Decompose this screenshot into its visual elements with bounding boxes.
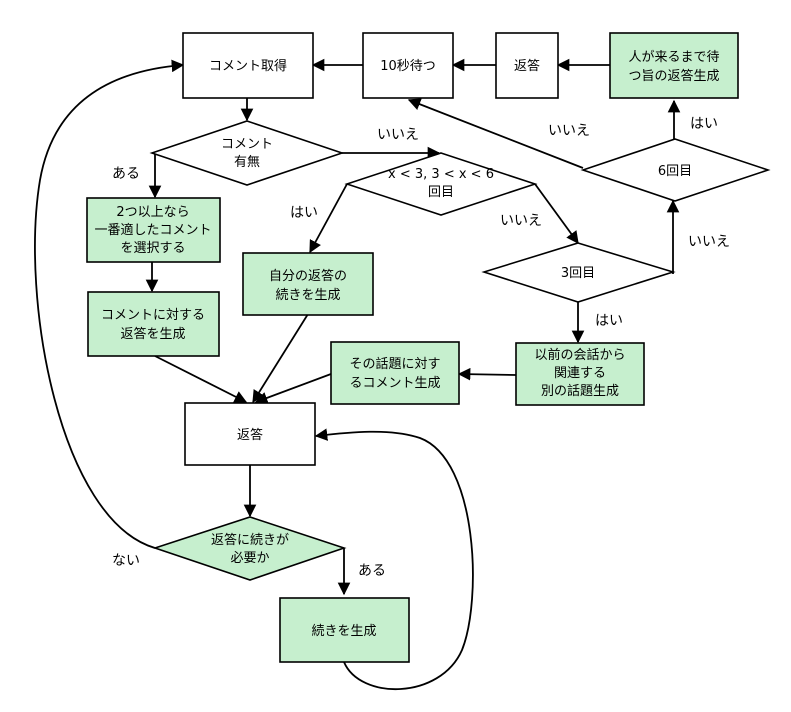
continue-own-line-1: 自分の返答の [269,268,347,284]
reply-top-node: 返答 [495,32,559,99]
reply-generate-node: コメントに対する 返答を生成 [87,291,220,357]
label-hai-condition: はい [290,205,318,221]
sixth-label: 6回目 [658,164,692,179]
generate-continuation-label: 続きを生成 [311,624,376,639]
has-comment-line-2: 有無 [234,155,260,170]
third-label: 3回目 [561,266,595,281]
topic-comment-node: その話題に対す るコメント生成 [330,341,460,405]
get-comment-node: コメント取得 [182,32,314,99]
wait-10-node: 10秒待つ [362,32,454,99]
label-aru-bottom: ある [358,563,386,579]
other-topic-line-1: 以前の会話から [534,347,625,363]
edge-othertopic-to-topiccomment [457,367,517,381]
get-comment-label: コメント取得 [209,58,287,74]
wait-10-label: 10秒待つ [380,59,436,74]
topic-comment-line-1: その話題に対す [349,356,440,372]
label-aru-left: ある [112,166,140,182]
other-topic-node: 以前の会話から 関連する 別の話題生成 [515,342,645,406]
wait-message-line-1: 人が来るまで待 [628,50,719,65]
edge-replygen-to-reply [154,355,248,403]
reply-top-label: 返答 [514,58,540,74]
has-comment-line-1: コメント [221,137,273,152]
other-topic-line-2: 関連する [554,366,606,381]
label-iie-third: いいえ [688,234,730,250]
select-line-2: 一番適したコメント [94,222,211,238]
condition-diamond: x < 3, 3 < x < 6 回目 [344,152,538,216]
other-topic-line-3: 別の話題生成 [541,383,619,399]
label-hai-sixth: はい [690,116,718,132]
condition-line-1: x < 3, 3 < x < 6 [388,167,494,182]
wait-message-line-2: つ旨の返答生成 [628,68,719,84]
edge-condition-to-third [534,183,579,245]
needs-continuation-diamond: 返答に続きが 必要か [152,516,347,581]
reply-node: 返答 [184,402,316,466]
topic-comment-line-2: るコメント生成 [349,376,440,391]
wait-message-node: 人が来るまで待 つ旨の返答生成 [609,32,739,99]
label-iie-sixth-left: いいえ [548,123,590,139]
reply-generate-line-1: コメントに対する [101,308,205,323]
label-nai: ない [112,553,140,569]
edge-continue-to-reply [252,313,309,404]
label-iie-condition: いいえ [500,213,542,229]
edge-gencont-loop-to-reply [314,428,474,690]
sixth-diamond: 6回目 [580,138,771,202]
condition-line-2: 回目 [428,185,454,200]
label-iie-hascomment: いいえ [377,127,419,143]
continue-own-line-2: 続きを生成 [275,288,340,303]
generate-continuation-node: 続きを生成 [279,597,410,663]
edge-needscont-loop-to-get [34,59,185,549]
reply-generate-line-2: 返答を生成 [120,326,185,342]
third-diamond: 3回目 [481,242,676,303]
continue-own-node: 自分の返答の 続きを生成 [242,252,374,316]
label-hai-third: はい [595,313,623,329]
needs-continuation-line-1: 返答に続きが [211,532,289,548]
select-line-3: を選択する [120,241,185,256]
edge-condition-to-continue [309,183,348,254]
needs-continuation-line-2: 必要か [230,551,269,566]
select-comment-node: 2つ以上なら 一番適したコメント を選択する [86,197,221,263]
edge-topiccomment-to-reply [254,373,332,404]
has-comment-diamond: コメント 有無 [149,120,345,186]
select-line-1: 2つ以上なら [116,205,189,220]
edge-sixth-to-wait10 [407,98,584,169]
reply-label: 返答 [237,427,263,443]
